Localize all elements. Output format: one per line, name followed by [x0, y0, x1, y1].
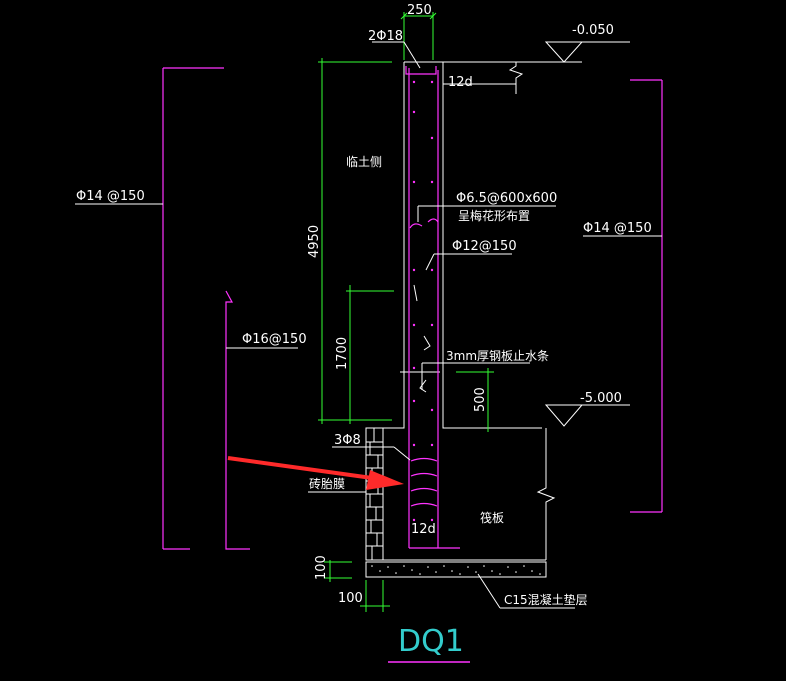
dim-top-width: 250: [407, 3, 432, 18]
dim-total-height: 4950: [307, 225, 322, 258]
drawing-title: DQ1: [388, 624, 470, 663]
cushion-layer: [365, 561, 547, 578]
label-cushion: C15混凝土垫层: [504, 592, 588, 607]
label-bottom-rebar: 3Φ8: [334, 433, 361, 448]
label-tie-note: 呈梅花形布置: [458, 208, 530, 223]
label-dist-rebar: Φ12@150: [452, 239, 517, 254]
title-text: DQ1: [398, 624, 464, 659]
rebar-dots: [412, 80, 434, 522]
label-brick-mold: 砖胎膜: [309, 476, 345, 491]
label-left-inner-rebar: Φ16@150: [242, 332, 307, 347]
label-top-rebar: 2Φ18: [368, 29, 403, 44]
dim-100-vertical: 100: [314, 555, 329, 580]
elevation-markers: [544, 41, 630, 427]
label-waterstop: 3mm厚钢板止水条: [446, 349, 549, 363]
label-level-bottom: -5.000: [580, 391, 622, 406]
dim-500: 500: [473, 387, 488, 412]
leader-lines: [75, 41, 662, 609]
red-arrow: [227, 456, 404, 490]
label-left-outer-rebar: Φ14 @150: [76, 189, 145, 204]
label-soil-side: 临土侧: [346, 155, 382, 169]
label-level-top: -0.050: [572, 23, 614, 38]
label-anchor-bottom: 12d: [411, 522, 436, 537]
label-right-inner-rebar: Φ14 @150: [583, 221, 652, 236]
brick-mold: [365, 427, 384, 561]
label-anchor-top: 12d: [448, 75, 473, 90]
label-tie-rebar: Φ6.5@600x600: [456, 191, 557, 206]
structure-outline: [383, 61, 582, 561]
dim-lower-height: 1700: [335, 337, 350, 370]
labels: 250 2Φ18 -0.050 12d 临土侧 Φ14 @150 Φ14 @15…: [76, 3, 652, 607]
label-raft: 筏板: [480, 511, 504, 525]
dim-100-horizontal: 100: [338, 591, 363, 606]
dimension-lines: [318, 12, 494, 612]
rebar-lines: [162, 66, 663, 550]
